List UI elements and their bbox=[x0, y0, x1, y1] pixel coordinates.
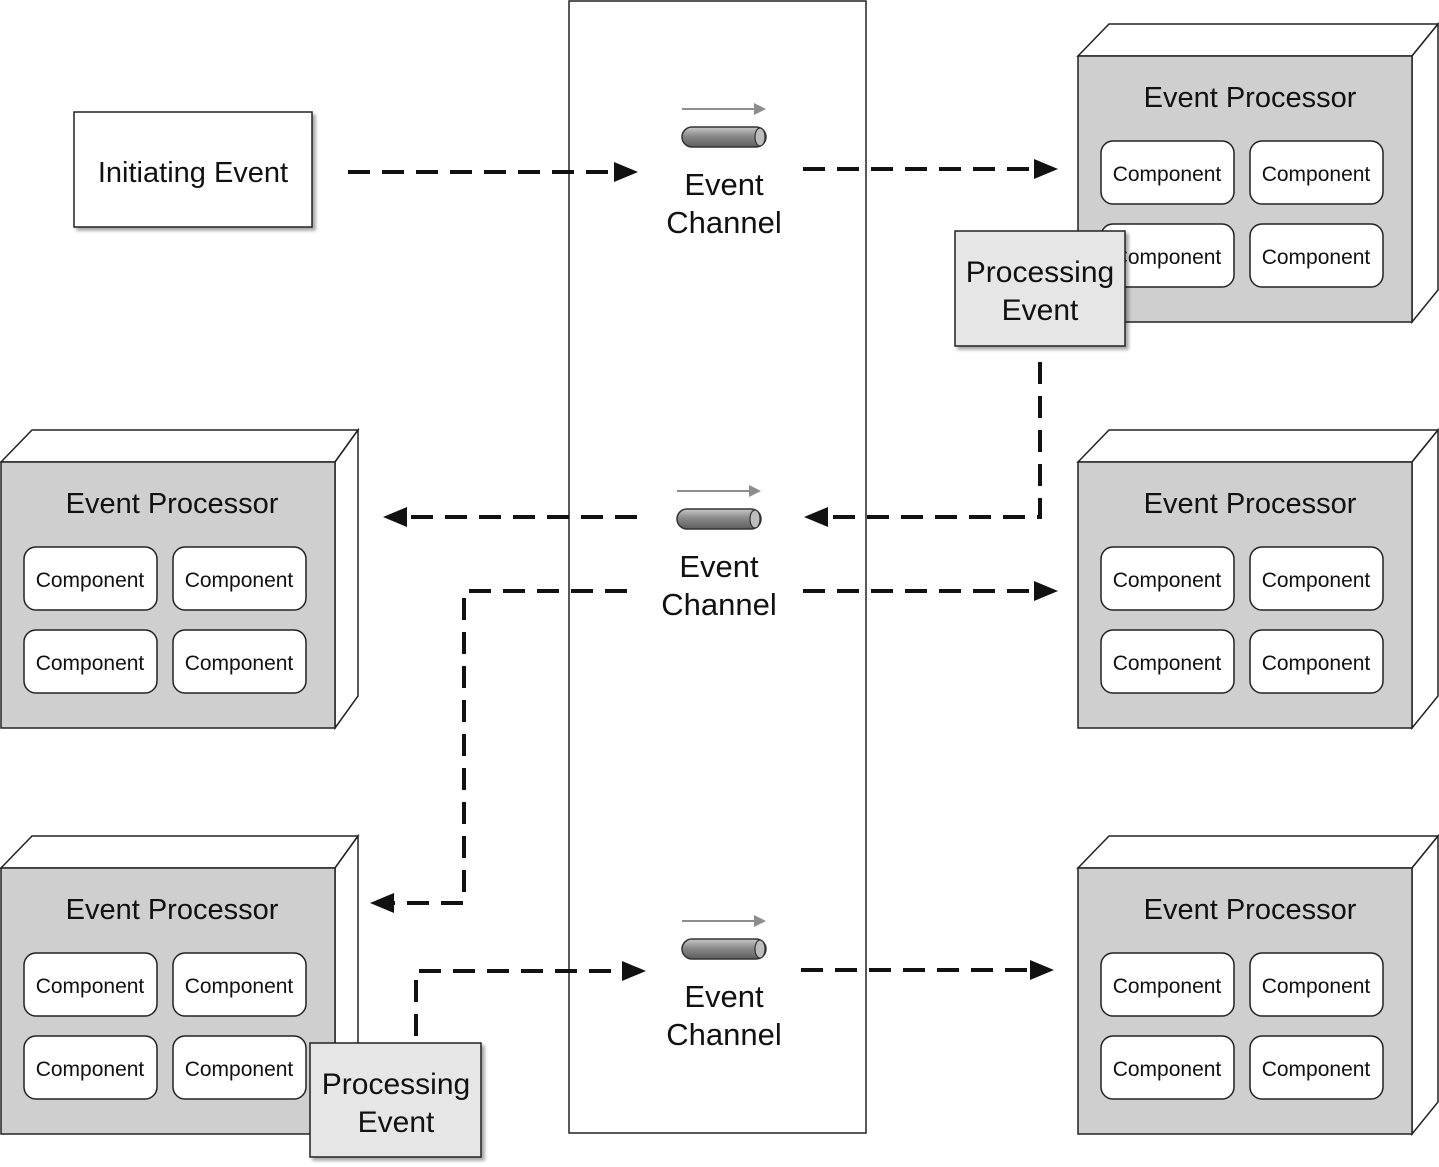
processor-title: Event Processor bbox=[1144, 488, 1357, 520]
initiating-event-box: Initiating Event bbox=[73, 111, 313, 228]
processing-event-bottom: Processing Event bbox=[309, 1042, 482, 1158]
flow-arrow bbox=[818, 362, 1042, 519]
component-box bbox=[23, 629, 158, 694]
flow-arrow bbox=[414, 969, 630, 1036]
event-processor-middle-right: Event Processor Component Component Comp… bbox=[1076, 427, 1439, 731]
component-label: Component bbox=[1262, 652, 1371, 675]
arrowhead-right bbox=[1030, 960, 1054, 980]
component-label: Component bbox=[1113, 246, 1222, 269]
channel-label-line1: Event bbox=[684, 979, 764, 1014]
component-label: Component bbox=[1262, 975, 1371, 998]
component-box bbox=[172, 629, 307, 694]
component-box bbox=[1249, 1035, 1384, 1100]
arrowhead-left bbox=[383, 507, 407, 527]
component-box bbox=[1100, 952, 1235, 1017]
component-label: Component bbox=[1262, 163, 1371, 186]
initiating-event-label: Initiating Event bbox=[98, 157, 288, 189]
component-box bbox=[1100, 629, 1235, 694]
component-box bbox=[172, 1035, 307, 1100]
processor-title: Event Processor bbox=[1144, 894, 1357, 926]
event-channel-1: Event Channel bbox=[666, 103, 782, 240]
component-label: Component bbox=[1262, 246, 1371, 269]
component-box bbox=[23, 952, 158, 1017]
channel-label-line1: Event bbox=[684, 167, 764, 202]
component-box bbox=[1100, 1035, 1235, 1100]
processor-title: Event Processor bbox=[1144, 82, 1357, 114]
component-label: Component bbox=[185, 975, 294, 998]
component-label: Component bbox=[185, 1058, 294, 1081]
component-label: Component bbox=[36, 1058, 145, 1081]
channel-label-line2: Channel bbox=[666, 205, 781, 240]
channel-arrow-icon bbox=[682, 915, 766, 927]
channel-label-line2: Channel bbox=[661, 587, 776, 622]
processor-title: Event Processor bbox=[66, 488, 279, 520]
channel-label-line2: Channel bbox=[666, 1017, 781, 1052]
component-label: Component bbox=[1113, 975, 1222, 998]
component-label: Component bbox=[185, 569, 294, 592]
event-channel-3: Event Channel bbox=[666, 915, 782, 1052]
pipe-icon bbox=[681, 938, 767, 960]
channel-arrow-icon bbox=[682, 103, 766, 115]
arrowhead-right bbox=[614, 162, 638, 182]
processing-event-top: Processing Event bbox=[954, 230, 1126, 347]
pipe-icon bbox=[681, 126, 767, 148]
component-label: Component bbox=[1113, 1058, 1222, 1081]
component-label: Component bbox=[185, 652, 294, 675]
component-label: Component bbox=[1113, 569, 1222, 592]
flow-arrows bbox=[348, 167, 1044, 1036]
component-label: Component bbox=[1262, 569, 1371, 592]
event-processor-bottom-left: Event Processor Component Component Comp… bbox=[0, 833, 360, 1137]
channel-arrow-icon bbox=[677, 485, 761, 497]
component-label: Component bbox=[1113, 652, 1222, 675]
arrowhead-right bbox=[1034, 581, 1058, 601]
component-box bbox=[1249, 952, 1384, 1017]
component-box bbox=[23, 1035, 158, 1100]
component-box bbox=[1100, 140, 1235, 205]
event-processor-top-right: Event Processor Component Component Comp… bbox=[1076, 21, 1439, 325]
event-processor-bottom-right: Event Processor Component Component Comp… bbox=[1076, 833, 1439, 1137]
processor-title: Event Processor bbox=[66, 894, 279, 926]
component-box bbox=[1249, 223, 1384, 288]
component-box bbox=[1249, 546, 1384, 611]
channel-label-line1: Event bbox=[679, 549, 759, 584]
component-label: Component bbox=[1262, 1058, 1371, 1081]
processing-event-line2: Event bbox=[1002, 294, 1079, 327]
arrowheads bbox=[370, 159, 1058, 981]
arrowhead-right bbox=[622, 961, 646, 981]
processing-event-line1: Processing bbox=[966, 256, 1114, 289]
flow-arrow bbox=[386, 589, 627, 905]
component-label: Component bbox=[36, 569, 145, 592]
event-channel-2: Event Channel bbox=[661, 485, 777, 622]
pipe-icon bbox=[676, 508, 762, 530]
arrowhead-right bbox=[1034, 159, 1058, 179]
component-label: Component bbox=[1113, 163, 1222, 186]
component-box bbox=[1249, 140, 1384, 205]
arrowhead-left bbox=[370, 893, 394, 913]
component-box bbox=[23, 546, 158, 611]
arrowhead-left bbox=[804, 507, 828, 527]
component-box bbox=[1100, 546, 1235, 611]
processing-event-line1: Processing bbox=[322, 1068, 470, 1101]
component-box bbox=[1249, 629, 1384, 694]
component-label: Component bbox=[36, 975, 145, 998]
component-label: Component bbox=[36, 652, 145, 675]
component-box bbox=[172, 952, 307, 1017]
processing-event-line2: Event bbox=[358, 1106, 435, 1139]
component-box bbox=[172, 546, 307, 611]
event-processor-middle-left: Event Processor Component Component Comp… bbox=[0, 427, 360, 731]
